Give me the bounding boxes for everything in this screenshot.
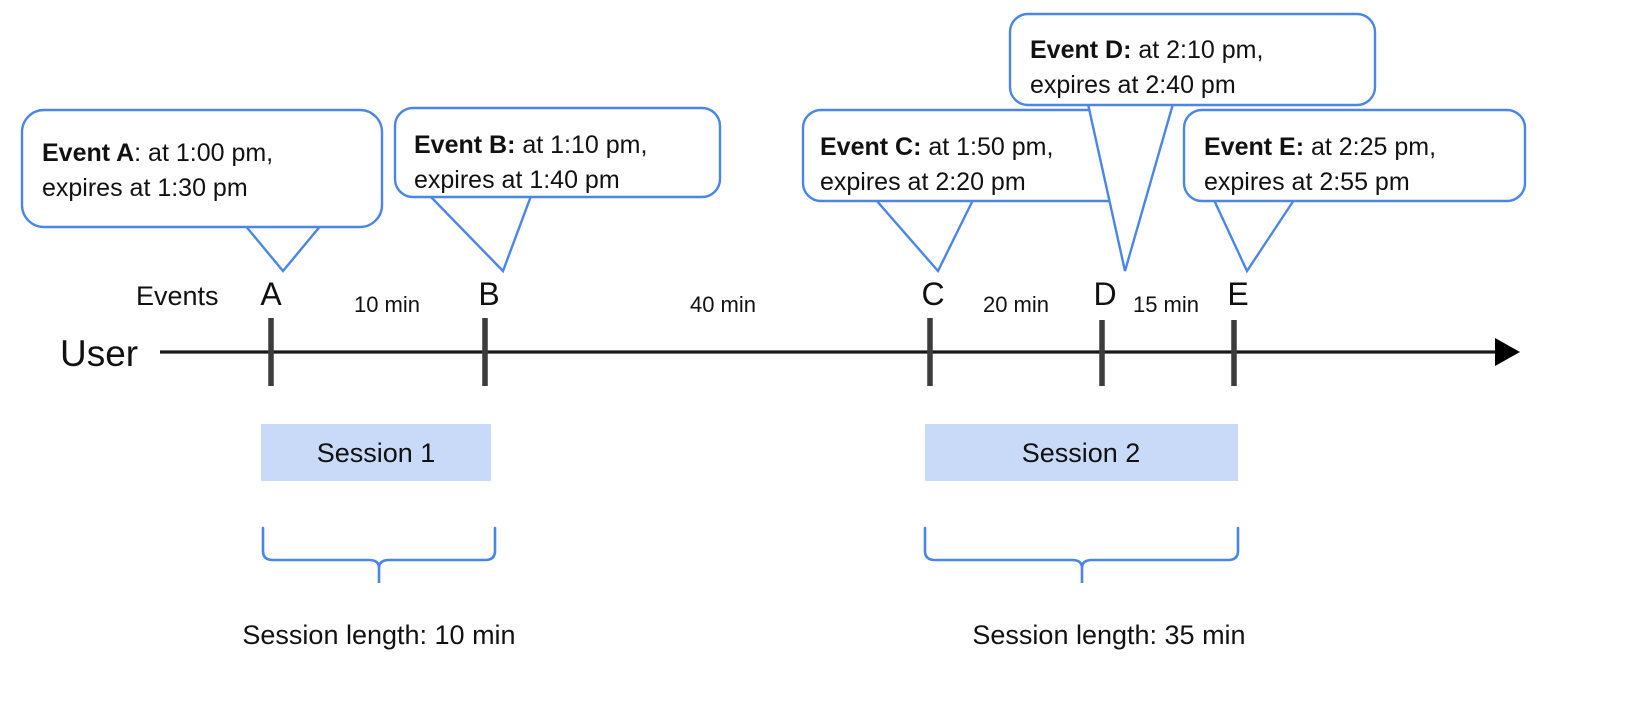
callout-event-c-lead: Event C:	[820, 133, 921, 161]
callout-event-b-line2: expires at 1:40 pm	[414, 166, 620, 194]
lane-label-user: User	[60, 333, 138, 374]
callout-event-c-text: Event C: at 1:50 pm,	[820, 133, 1053, 161]
callout-event-e-text: Event E: at 2:25 pm,	[1204, 133, 1436, 161]
event-letter-a: A	[260, 276, 282, 312]
callout-event-e-tail	[1212, 198, 1297, 274]
session-1-label: Session 1	[317, 438, 436, 468]
session-2-label: Session 2	[1022, 438, 1141, 468]
callout-event-b-line1-rest: at 1:10 pm,	[515, 131, 647, 159]
callout-event-e-line2: expires at 2:55 pm	[1204, 168, 1410, 196]
callout-event-c-tail	[873, 198, 975, 274]
callout-event-e-box	[1182, 108, 1527, 203]
callout-event-a-line2: expires at 1:30 pm	[42, 174, 248, 202]
session-1-box	[261, 424, 491, 481]
callout-event-b: Event B: at 1:10 pm, expires at 1:40 pm	[393, 106, 722, 274]
session-2-brace	[923, 526, 1240, 583]
callout-event-c-line2: expires at 2:20 pm	[820, 168, 1026, 196]
event-letters: A B C D E	[260, 276, 1248, 312]
callout-event-e-line1-rest: at 2:25 pm,	[1304, 133, 1436, 161]
callout-event-d-box	[1008, 12, 1377, 107]
interval-label-cd: 20 min	[983, 292, 1049, 317]
event-letter-c: C	[921, 276, 944, 312]
session-2-length-label: Session length: 35 min	[972, 620, 1245, 650]
events-row-label: Events	[136, 281, 219, 311]
session-1-brace	[261, 526, 497, 583]
callout-event-a-box	[20, 108, 384, 229]
callout-event-b-text: Event B: at 1:10 pm,	[414, 131, 647, 159]
callout-event-b-tail	[427, 194, 533, 274]
callout-event-b-box	[393, 106, 722, 199]
session-2-box	[925, 424, 1238, 481]
event-letter-b: B	[478, 276, 499, 312]
callout-event-d: Event D: at 2:10 pm, expires at 2:40 pm	[1008, 12, 1377, 272]
timeline-axis	[160, 338, 1520, 366]
callout-event-e-lead: Event E:	[1204, 133, 1304, 161]
callout-event-b-lead: Event B:	[414, 131, 515, 159]
callout-event-e: Event E: at 2:25 pm, expires at 2:55 pm	[1182, 108, 1527, 274]
callout-event-c-line1-rest: at 1:50 pm,	[921, 133, 1053, 161]
axis-arrow-icon	[1495, 338, 1520, 366]
callout-event-a: Event A: at 1:00 pm, expires at 1:30 pm	[20, 108, 384, 273]
callout-event-d-text: Event D: at 2:10 pm,	[1030, 36, 1263, 64]
callout-event-a-text: Event A: at 1:00 pm,	[42, 139, 273, 167]
event-letter-e: E	[1227, 276, 1248, 312]
callout-event-a-separator: :	[134, 139, 141, 167]
callout-event-a-lead: Event A	[42, 139, 134, 167]
callout-event-a-tail	[241, 222, 325, 273]
interval-label-de: 15 min	[1133, 292, 1199, 317]
session-2-group: Session 2 Session length: 35 min	[923, 424, 1246, 650]
event-letter-d: D	[1093, 276, 1116, 312]
callout-event-d-line1-rest: at 2:10 pm,	[1131, 36, 1263, 64]
session-1-length-label: Session length: 10 min	[242, 620, 515, 650]
callout-event-a-line1-rest: at 1:00 pm,	[141, 139, 273, 167]
interval-label-bc: 40 min	[690, 292, 756, 317]
interval-label-ab: 10 min	[354, 292, 420, 317]
event-ticks	[268, 318, 1237, 386]
interval-labels: 10 min 40 min 20 min 15 min	[354, 292, 1199, 317]
callout-event-d-lead: Event D:	[1030, 36, 1131, 64]
callout-event-c: Event C: at 1:50 pm, expires at 2:20 pm	[801, 108, 1135, 274]
callout-event-d-line2: expires at 2:40 pm	[1030, 71, 1236, 99]
session-1-group: Session 1 Session length: 10 min	[242, 424, 516, 650]
